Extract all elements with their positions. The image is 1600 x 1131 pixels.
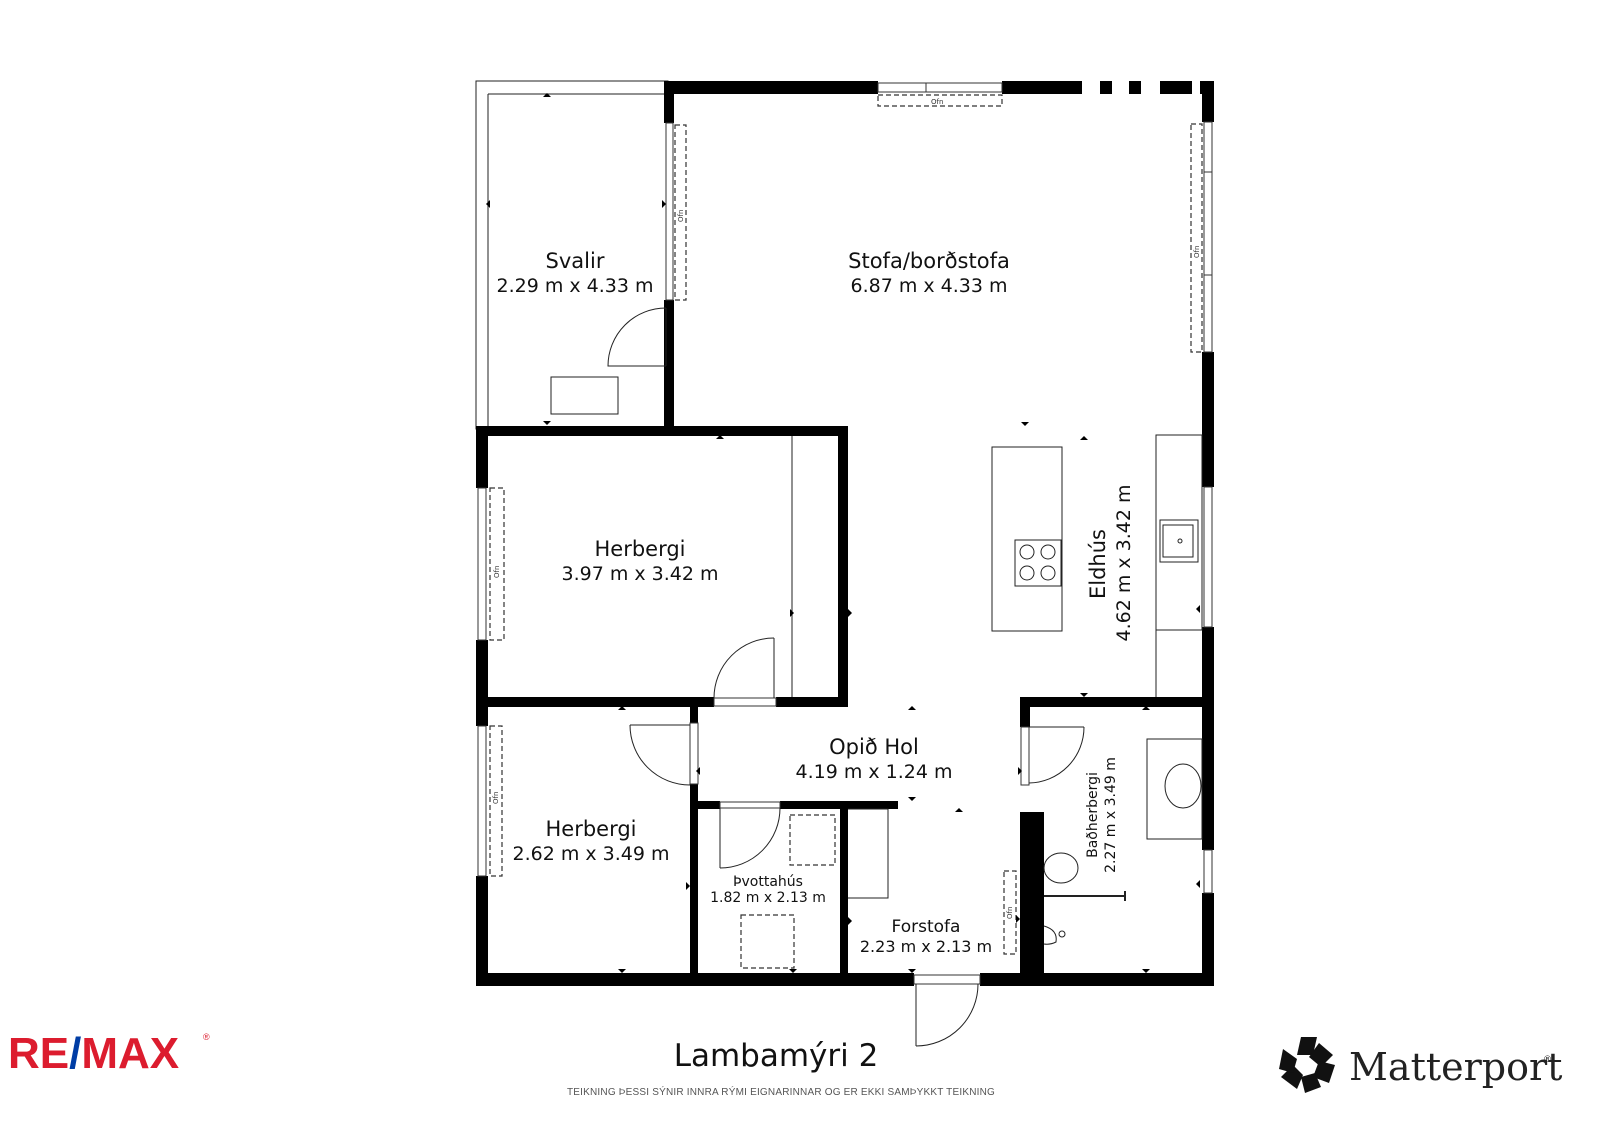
room-dims-stofa: 6.87 m x 4.33 m: [850, 275, 1007, 297]
matterport-wordmark: Matterport: [1349, 1045, 1562, 1089]
room-name-svalir: Svalir: [546, 249, 605, 273]
doors: [607, 307, 1085, 1047]
room-dims-forstofa: 2.23 m x 2.13 m: [860, 937, 992, 956]
radiator-label: Ofn: [1006, 907, 1014, 919]
sink: [1043, 925, 1057, 945]
room-name-forstofa: Forstofa: [892, 917, 961, 937]
kitchen-island: [991, 446, 1063, 632]
radiator-label: Ofn: [931, 98, 943, 106]
fixtures: [740, 434, 1203, 969]
remax-registered: ®: [203, 1032, 210, 1042]
shower: [1146, 738, 1203, 840]
radiator-living-top: [877, 94, 1003, 107]
room-name-stofa: Stofa/borðstofa: [848, 249, 1010, 273]
room-dims-thvottahus: 1.82 m x 2.13 m: [710, 890, 826, 906]
washing-machine: [789, 814, 836, 866]
remax-logo: RE/MAX ®: [8, 1029, 210, 1078]
radiator-living-left: [674, 124, 687, 301]
kitchen-sink: [1159, 519, 1199, 563]
remax-logo-max: MAX: [81, 1029, 179, 1078]
radiator-bedroom2: [489, 725, 503, 877]
radiator-label: Ofn: [492, 792, 500, 804]
room-name-badherbergi: Baðherbergi: [1085, 772, 1101, 858]
room-dims-opid-hol: 4.19 m x 1.24 m: [795, 761, 952, 783]
matterport-logo: Matterport ®: [1279, 1037, 1562, 1093]
room-name-herbergi-2: Herbergi: [545, 817, 636, 841]
radiator-label: Ofn: [1193, 246, 1201, 258]
room-name-eldhus: Eldhús: [1086, 529, 1110, 599]
room-dims-eldhus: 4.62 m x 3.42 m: [1113, 484, 1135, 641]
room-name-thvottahus: Þvottahús: [733, 874, 803, 890]
matterport-icon: [1279, 1037, 1335, 1093]
matterport-registered: ®: [1543, 1055, 1552, 1065]
plan-disclaimer: TEIKNING ÞESSI SÝNIR INNRA RÝMI EIGNARIN…: [567, 1085, 995, 1098]
radiator-living-right: [1190, 123, 1203, 353]
dryer: [740, 914, 795, 969]
svg-text:RE/MAX: RE/MAX: [8, 1029, 179, 1078]
scan-markers: [486, 93, 1200, 973]
bathtub-basin: [1164, 763, 1202, 809]
windows: [477, 82, 1213, 894]
room-dims-herbergi-2: 2.62 m x 3.49 m: [512, 843, 669, 865]
walls: [476, 81, 1214, 986]
room-dims-badherbergi: 2.27 m x 3.49 m: [1103, 757, 1119, 873]
radiator-hall: [1003, 870, 1017, 955]
cooktop: [1014, 539, 1062, 587]
radiator-label: Ofn: [677, 210, 685, 222]
room-labels: Svalir 2.29 m x 4.33 m Stofa/borðstofa 6…: [496, 249, 1135, 956]
toilet: [1043, 852, 1079, 884]
radiators: Ofn Ofn Ofn Ofn Ofn Ofn: [489, 94, 1203, 955]
kitchen-counter: [1155, 434, 1203, 631]
plan-title: Lambamýri 2: [674, 1038, 879, 1074]
room-dims-herbergi-1: 3.97 m x 3.42 m: [561, 563, 718, 585]
room-name-opid-hol: Opið Hol: [829, 735, 919, 759]
room-name-herbergi-1: Herbergi: [594, 537, 685, 561]
balcony-table: [550, 376, 619, 415]
radiator-label: Ofn: [493, 566, 501, 578]
remax-logo-re: RE: [8, 1029, 69, 1078]
radiator-bedroom1: [489, 487, 505, 641]
room-dims-svalir: 2.29 m x 4.33 m: [496, 275, 653, 297]
remax-logo-slash: /: [69, 1029, 81, 1078]
